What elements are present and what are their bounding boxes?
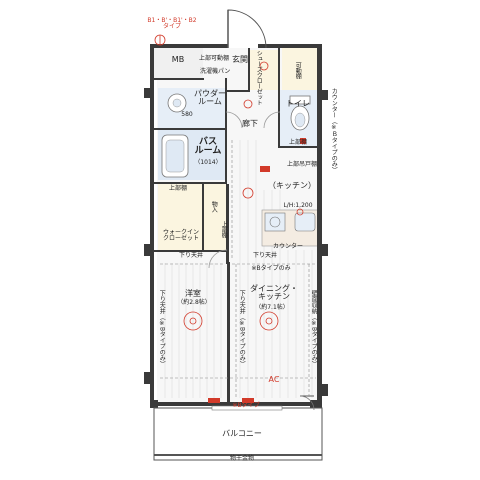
upper-cabinet-label-2: 上部棚 xyxy=(168,185,187,192)
type-note: B1・B'・B1'・B2 タイプ xyxy=(147,17,197,31)
powder-room-label: パウダー ルーム xyxy=(194,89,226,107)
flooring-pattern xyxy=(164,140,313,398)
room-door xyxy=(208,249,228,269)
shoe-closet-label: シューズクローゼット xyxy=(255,50,263,105)
ceiling-light-icon xyxy=(183,61,304,331)
walls xyxy=(150,44,322,408)
upper-storage-label: 上部吊戸棚 xyxy=(286,161,317,168)
balcony-label: バルコニー xyxy=(222,429,262,438)
lowered-ceiling-lines xyxy=(160,140,316,398)
shelf-area xyxy=(282,48,320,90)
toilet-icon xyxy=(289,95,311,131)
balcony-area xyxy=(153,407,323,461)
tu-ceiling-label-1: 下り天井 xyxy=(178,252,203,259)
kitchen-label: （キッチン） xyxy=(268,181,316,190)
bath-label: バス ルーム xyxy=(194,137,222,157)
mb-area xyxy=(153,48,203,78)
dim-580-label: 580 xyxy=(181,111,193,118)
dining-label: ダイニング・ キッチン xyxy=(250,284,298,302)
mb-label: MB xyxy=(171,55,185,64)
stove-icon xyxy=(264,212,286,232)
red-markers xyxy=(208,138,306,403)
counter-note-label: カウンター（※Ｂタイプのみ） xyxy=(330,87,338,173)
toilet-label: トイレ xyxy=(286,99,310,108)
sink-icon xyxy=(294,212,316,232)
tu-ceiling-label-2: 下り天井 xyxy=(252,252,277,259)
upper-cabinet-label-3: 上部棚 xyxy=(220,220,228,238)
drain-label: 物干金物 xyxy=(229,455,254,462)
bath-size-label: （1014） xyxy=(194,159,222,166)
lh-label: L/H:1,200 xyxy=(283,202,313,209)
entrance-door xyxy=(227,9,267,49)
western-size-label: （約2.8帖） xyxy=(177,299,211,306)
powder-door xyxy=(225,111,243,129)
upper-cabinet-label-1: 上部棚 xyxy=(288,139,307,146)
storage-area xyxy=(204,184,226,250)
ac-label: AC xyxy=(268,375,280,384)
toilet-door xyxy=(263,111,281,129)
exterior-columns xyxy=(144,88,328,396)
washer-pan-label: 洗濯機パン xyxy=(200,68,231,75)
n-arrow-icon xyxy=(154,34,166,46)
entrance-label: 玄関 xyxy=(232,55,248,64)
tu-note-left-label: 下り天井（※Bタイプのみ） xyxy=(158,290,166,368)
counter-label: カウンター xyxy=(272,243,303,250)
upper-movable-shelf-label: 上部可動棚 xyxy=(198,55,229,62)
wic-area xyxy=(158,184,203,250)
western-room-label: 洋室 xyxy=(185,289,201,298)
storage-label: 物入 xyxy=(210,200,218,212)
dining-size-label: （約7.1帖） xyxy=(255,304,289,311)
b-only-label-1: ※Bタイプのみ xyxy=(251,265,291,272)
b-only-label-2: ※Bタイプ xyxy=(232,402,260,409)
wic-label: ウォークイン クローゼット xyxy=(162,229,199,243)
sliding-note-label: 下り天井（※Bタイプのみ） xyxy=(238,290,246,368)
movable-shelf-label: 可動棚 xyxy=(294,61,302,79)
wall-storage-note-label: 壁面収納（※Bタイプのみ） xyxy=(310,290,318,368)
hallway-label: 廊下 xyxy=(242,119,258,128)
